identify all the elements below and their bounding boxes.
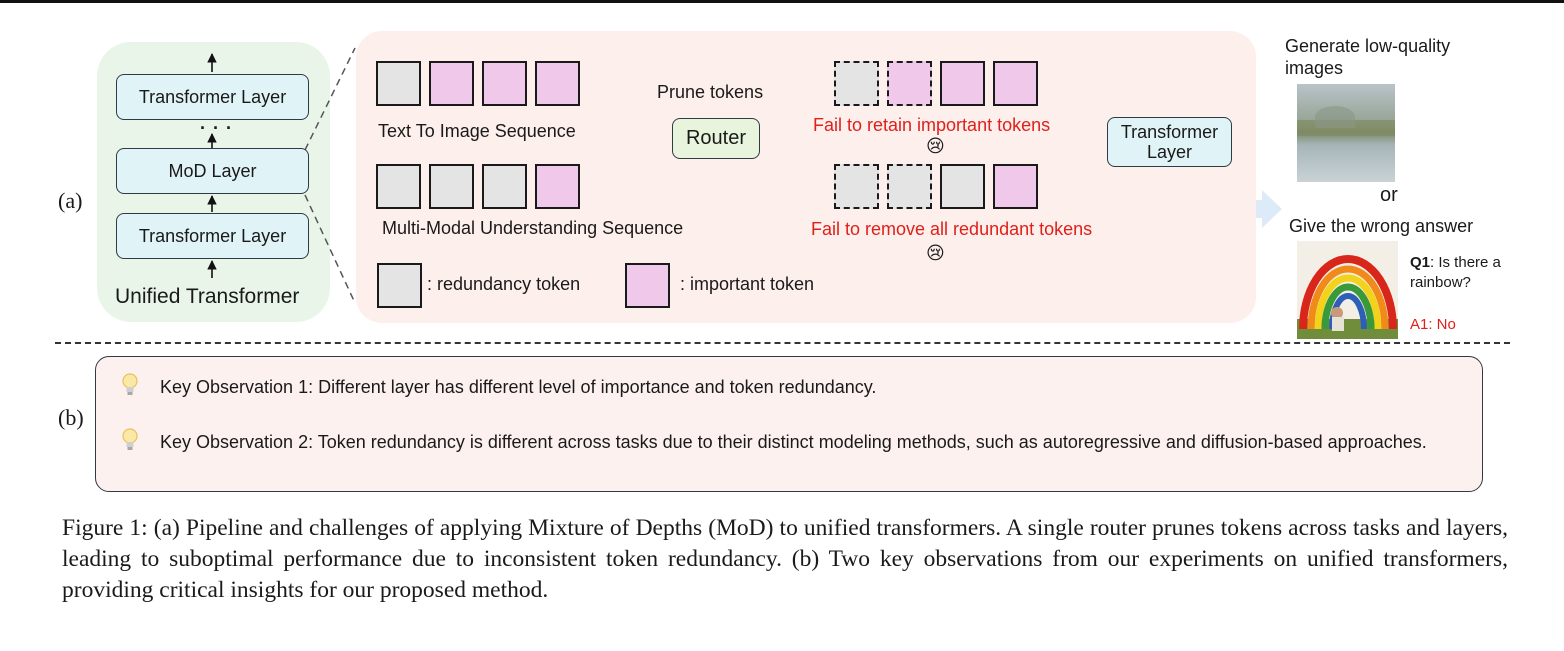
observation-1: Key Observation 1: Different layer has d… [160,377,877,397]
panel-b-label: (b) [58,405,84,430]
answer-text: A1: No [1410,316,1456,333]
prune-tokens-label: Prune tokens [657,82,764,102]
fail-retain-text: Fail to retain important tokens [813,115,1051,135]
important-token [429,61,474,106]
unified-transformer-title: Unified Transformer [115,285,300,308]
sad-face-icon: 😢 [926,136,945,157]
mod-layer: MoD Layer [116,148,309,194]
sad-face-icon: 😢 [926,243,945,264]
wrong-answer-label: Give the wrong answer [1289,216,1474,236]
pruned-important-token [887,61,932,106]
or-text: or [1380,184,1398,206]
legend-redundant-swatch [377,263,422,308]
pruned-redundant-token [834,164,879,209]
low-quality-label: Generate low-quality images [1285,36,1451,78]
mmu-output-token-row [834,164,1038,209]
redundant-token [376,164,421,209]
question-text: Q1: Is there a rainbow? [1410,253,1520,293]
legend-redundant-label: : redundancy token [427,274,581,294]
figure-caption: Figure 1: (a) Pipeline and challenges of… [62,515,1508,603]
redundant-token [482,164,527,209]
rainbow-drawing [1297,255,1398,339]
important-token [535,164,580,209]
lightbulb-icon [122,373,138,395]
q1-label: Q1 [1410,254,1431,271]
low-quality-image [1297,84,1395,182]
legend-important-label: : important token [680,274,815,294]
pruned-redundant-token [834,61,879,106]
redundant-token [429,164,474,209]
important-token [482,61,527,106]
t2i-token-row [376,61,580,106]
output-transformer-layer: Transformer Layer [1107,117,1232,167]
legend-important-swatch [625,263,670,308]
important-token [993,61,1038,106]
top-rule [0,0,1564,3]
observation-2: Key Observation 2: Token redundancy is d… [160,432,1427,452]
layer-ellipsis: · · · [200,118,233,138]
t2i-output-token-row [834,61,1038,106]
fail-remove-text: Fail to remove all redundant tokens [811,219,1093,239]
important-token [535,61,580,106]
panel-separator [55,342,1510,344]
q1-question: : Is there a rainbow? [1410,254,1501,291]
important-token [993,164,1038,209]
important-token [940,61,985,106]
transformer-layer-bottom: Transformer Layer [116,213,309,259]
pruned-redundant-token [887,164,932,209]
panel-a-label: (a) [58,188,83,213]
redundant-token [940,164,985,209]
mmu-sequence-label: Multi-Modal Understanding Sequence [382,218,684,238]
output-transformer-layer-label: Transformer Layer [1120,122,1219,162]
lightbulb-icon [122,428,138,450]
router-box: Router [672,118,760,159]
transformer-layer-top: Transformer Layer [116,74,309,120]
t2i-sequence-label: Text To Image Sequence [378,121,576,141]
mmu-token-row [376,164,580,209]
rainbow-image [1297,241,1398,339]
observations-box [95,356,1483,492]
redundant-token [376,61,421,106]
